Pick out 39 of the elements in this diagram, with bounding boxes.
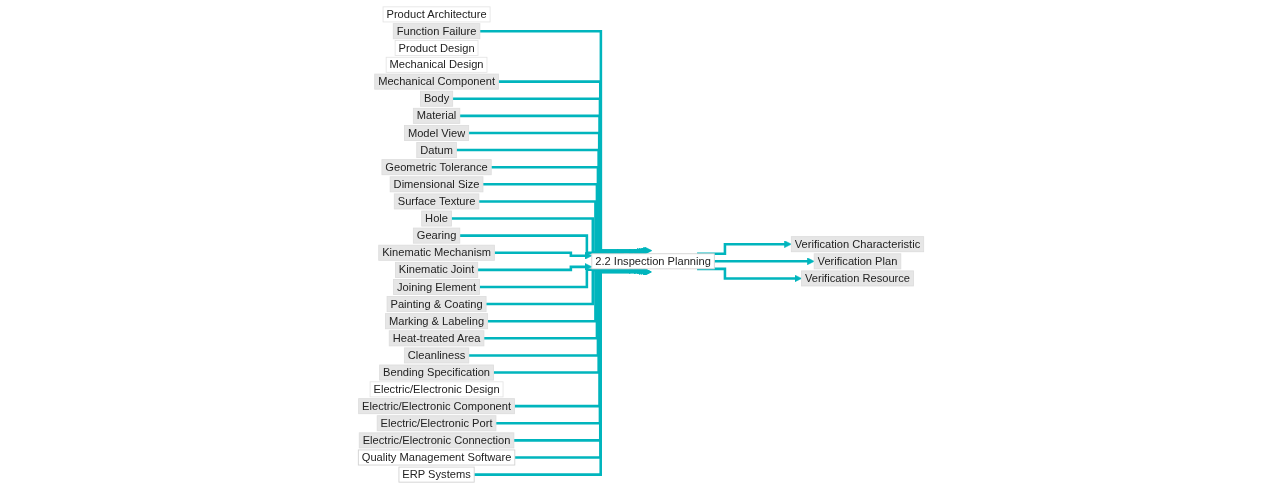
node-box: Hole xyxy=(421,210,452,227)
node-box: Mechanical Component xyxy=(374,73,499,90)
node-box: Kinematic Mechanism xyxy=(378,244,495,261)
node-box: Quality Management Software xyxy=(357,449,516,466)
node-box: Surface Texture xyxy=(393,193,480,210)
arrow xyxy=(451,217,637,257)
node-box: Kinematic Joint xyxy=(395,261,479,278)
node-box: Heat-treated Area xyxy=(388,330,485,347)
node-box: Model View xyxy=(404,124,470,141)
node-box: Verification Resource xyxy=(801,270,914,287)
node-box: ERP Systems xyxy=(398,466,475,483)
node-box: Material xyxy=(412,107,461,124)
node-box: Datum xyxy=(416,142,457,159)
node-box: Cleanliness xyxy=(403,347,470,364)
node-box: Gearing xyxy=(412,227,461,244)
node-box: Geometric Tolerance xyxy=(381,159,492,176)
node-box: Product Design xyxy=(394,40,479,56)
node-box: Marking & Labeling xyxy=(385,313,489,330)
node-box: Verification Plan xyxy=(813,253,902,270)
node-box: Mechanical Design xyxy=(385,56,488,73)
node-box: Product Architecture xyxy=(382,6,491,23)
node-box: Verification Characteristic xyxy=(790,236,925,253)
node-box: Electric/Electronic Port xyxy=(376,415,497,432)
arrow xyxy=(474,268,652,476)
node-box: Function Failure xyxy=(392,23,481,40)
arrow xyxy=(697,240,792,256)
node-box: Bending Specification xyxy=(379,364,494,381)
node-box: Electric/Electronic Connection xyxy=(358,432,515,449)
node-box: 2.2 Inspection Planning xyxy=(591,253,715,270)
arrow xyxy=(477,263,593,272)
node-box: Electric/Electronic Component xyxy=(358,398,515,415)
arrow xyxy=(714,257,815,266)
node-box: Painting & Coating xyxy=(386,296,487,313)
node-box: Body xyxy=(420,90,454,107)
node-box: Dimensional Size xyxy=(389,176,484,193)
node-box: Electric/Electronic Design xyxy=(369,381,504,398)
arrow xyxy=(459,234,625,257)
node-box: Joining Element xyxy=(393,279,480,295)
arrow xyxy=(494,251,593,260)
